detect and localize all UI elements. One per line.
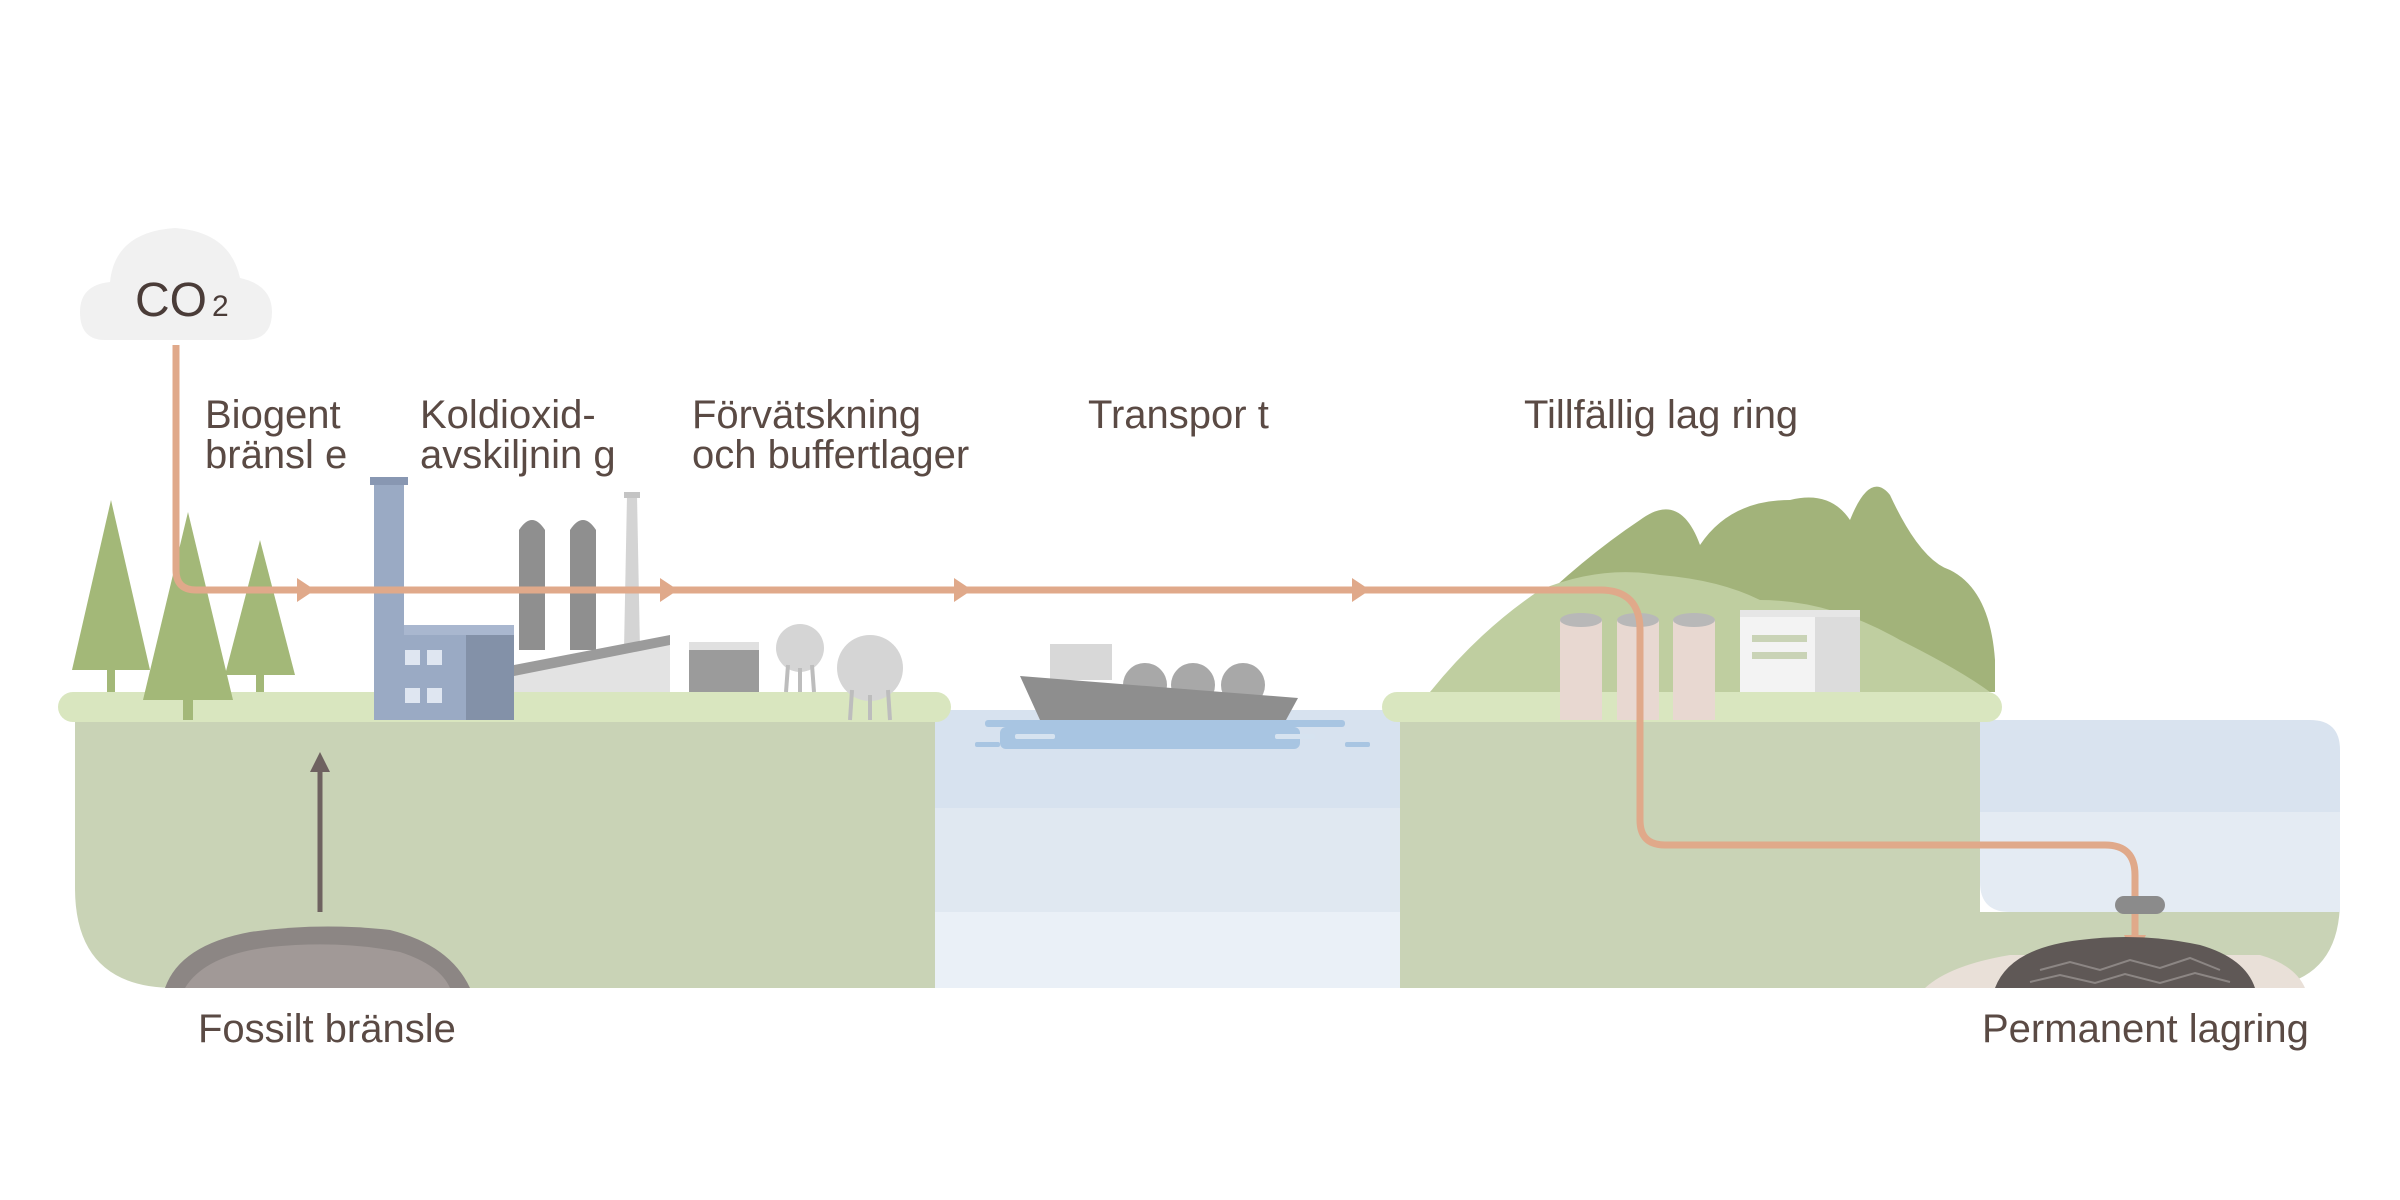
fossil-deposit: [165, 752, 470, 988]
arrow-up-icon: [310, 752, 330, 772]
capture-plant: [370, 477, 670, 720]
label-fossil-fuel: Fossilt bränsle: [198, 1007, 456, 1051]
process-hall-roof: [514, 635, 670, 676]
label-permanent-storage: Permanent lagring: [1982, 1007, 2309, 1051]
factory-building: [404, 625, 514, 720]
label-capture-line-1: Koldioxid-: [420, 393, 596, 437]
liquefaction-unit: [689, 648, 759, 692]
storage-tank-icon: [1560, 613, 1602, 720]
land-right: [1400, 710, 2340, 988]
co2-cloud: CO 2: [80, 228, 272, 340]
liquefaction-buffer: [689, 624, 903, 721]
process-towers: [519, 492, 640, 650]
process-hall: [514, 640, 670, 692]
injection-well-icon: [2115, 896, 2165, 914]
label-transport: Transpor t: [1088, 393, 1269, 437]
ground: [58, 692, 2340, 988]
tree-icon: [72, 500, 150, 692]
co2-label: CO: [135, 274, 207, 327]
tree-icon: [225, 540, 295, 692]
sphere-tank-icon: [776, 624, 824, 693]
label-liquefaction-line-2: och buffertlager: [692, 433, 969, 477]
label-liquefaction-line-1: Förvätskning: [692, 393, 921, 437]
tree-icon: [143, 512, 233, 720]
label-temporary-storage: Tillfällig lag ring: [1524, 393, 1798, 437]
co2-subscript: 2: [212, 290, 229, 323]
label-biogenic-line-1: Biogent: [205, 393, 341, 437]
tanker-ship-icon: [975, 644, 1370, 749]
label-biogenic-line-2: bränsl e: [205, 433, 347, 477]
sea-right: [1980, 720, 2340, 912]
label-capture-line-2: avskiljnin g: [420, 433, 616, 477]
temporary-storage: [1560, 610, 1860, 720]
permanent-storage: [1925, 896, 2305, 988]
chimney-icon: [370, 477, 408, 720]
sphere-tank-icon: [837, 635, 903, 721]
flow-arrow-icon: [1352, 578, 1370, 602]
flow-arrow-icon: [954, 578, 972, 602]
sea-section: [935, 710, 1400, 988]
flow-arrow-icon: [297, 578, 315, 602]
storage-building: [1740, 610, 1860, 692]
flow-arrow-icon: [660, 578, 678, 602]
storage-tank-icon: [1673, 613, 1715, 720]
land-left: [75, 710, 935, 988]
forest: [72, 500, 295, 720]
stage-labels: Biogent bränsl e Koldioxid- avskiljnin g…: [198, 393, 2309, 1051]
